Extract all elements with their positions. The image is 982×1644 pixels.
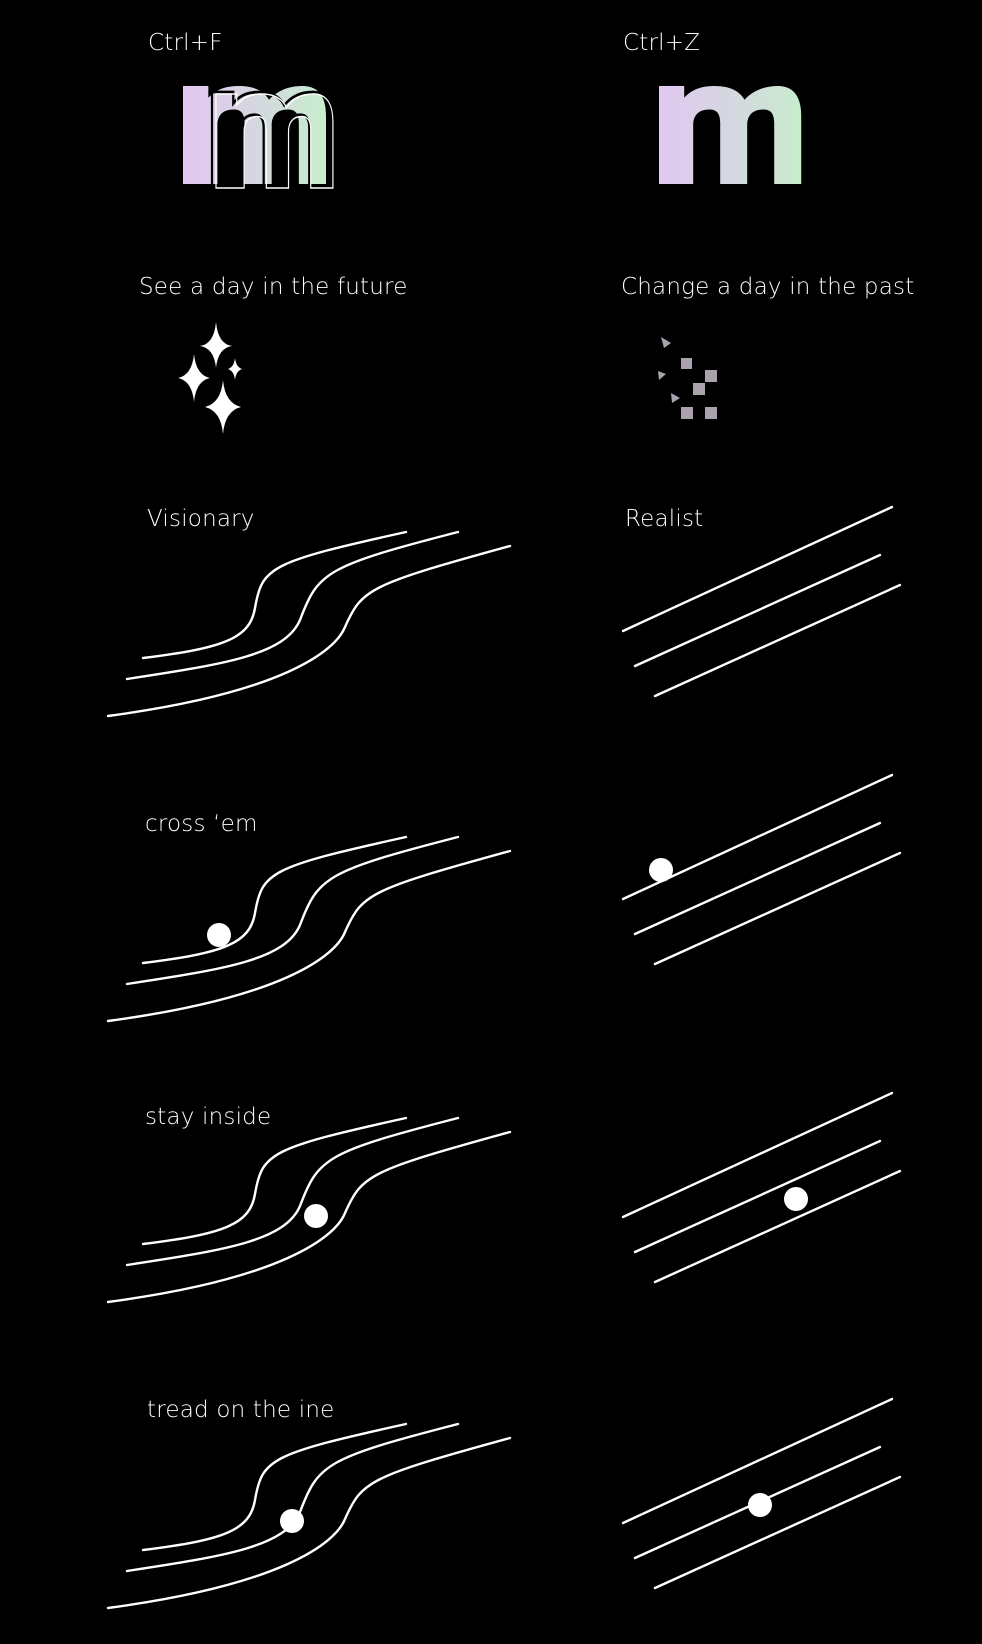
- cross-curves: [106, 835, 512, 1023]
- sparkles-icon: [178, 322, 242, 434]
- cross-dot-lines: [649, 858, 673, 882]
- outlined-m-logo: [183, 86, 334, 189]
- rule-label-stay-inside: stay inside: [145, 1104, 272, 1130]
- stay-inside-dot-lines: [784, 1187, 808, 1211]
- solid-m-logo: [659, 86, 802, 184]
- stay-inside-dot-curves: [304, 1204, 328, 1228]
- caption-future: See a day in the future: [139, 274, 408, 300]
- mode-realist-label: Realist: [625, 506, 704, 532]
- realist-lines: [621, 505, 902, 698]
- stay-inside-lines: [621, 1091, 902, 1284]
- tread-dot-curves: [280, 1509, 304, 1533]
- cross-dot-curves: [207, 923, 231, 947]
- mode-visionary-label: Visionary: [147, 506, 255, 532]
- tread-dot-lines: [748, 1493, 772, 1517]
- shortcut-label-left: Ctrl+F: [148, 30, 223, 56]
- pixel-scatter-icon: [658, 337, 717, 419]
- rule-label-cross: cross ‘em: [145, 811, 258, 837]
- tread-curves: [106, 1422, 512, 1610]
- visionary-curves: [106, 530, 512, 718]
- shortcut-label-right: Ctrl+Z: [623, 30, 701, 56]
- rule-label-tread: tread on the ine: [147, 1397, 335, 1423]
- caption-past: Change a day in the past: [621, 274, 915, 300]
